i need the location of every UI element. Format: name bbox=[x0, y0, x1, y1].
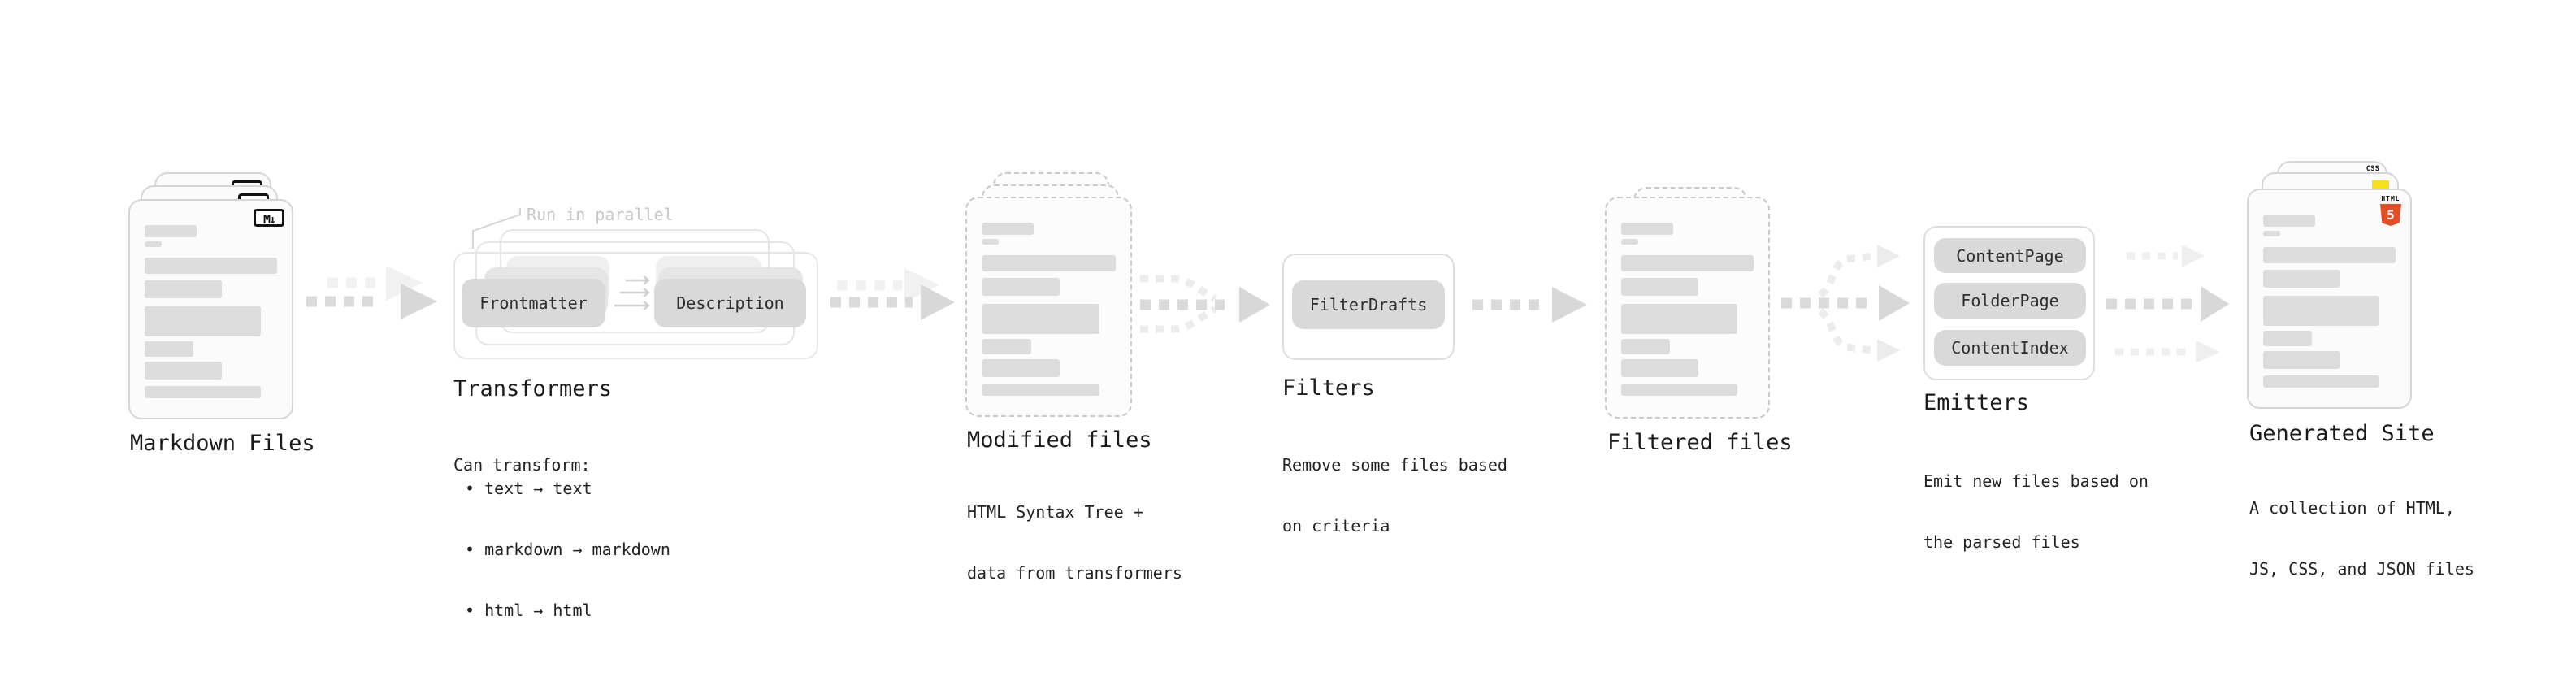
transformer-container-front bbox=[453, 252, 818, 359]
stage-title-transformers: Transformers bbox=[453, 376, 613, 401]
emitter-box-contentindex: ContentIndex bbox=[1934, 330, 2086, 366]
emitter-box-folderpage: FolderPage bbox=[1934, 283, 2086, 319]
bullet-line: • text → text bbox=[465, 479, 592, 498]
can-transform-line: Can transform: bbox=[453, 455, 591, 475]
bullet-line: • markdown → markdown bbox=[465, 540, 670, 559]
file-card-front bbox=[1605, 197, 1770, 419]
bullet-line: • html → html bbox=[465, 601, 592, 620]
transformers-desc: Can transform: bbox=[453, 414, 591, 516]
description-box: Description bbox=[654, 279, 806, 327]
arrow-filters-to-filtered bbox=[1472, 287, 1587, 323]
modified-desc: HTML Syntax Tree + data from transformer… bbox=[967, 462, 1182, 624]
mini-arrows bbox=[614, 275, 650, 310]
html5-shield: 5 bbox=[2380, 204, 2401, 226]
arrow-transformers-to-modified bbox=[830, 268, 955, 320]
desc-line: Remove some files based bbox=[1282, 455, 1507, 475]
html5-icon: HTML 5 bbox=[2380, 195, 2401, 226]
desc-line: HTML Syntax Tree + bbox=[967, 502, 1143, 522]
skeleton-text bbox=[982, 223, 1116, 396]
filterdrafts-box: FilterDrafts bbox=[1292, 280, 1445, 329]
emitters-container bbox=[1923, 226, 2095, 380]
desc-line: Emit new files based on bbox=[1923, 471, 2149, 491]
arrow-emitters-to-generated bbox=[2106, 245, 2229, 363]
stage-title-generated: Generated Site bbox=[2249, 421, 2435, 446]
html5-wordmark: HTML bbox=[2381, 195, 2400, 202]
arrow-markdown-to-transformers bbox=[306, 266, 437, 319]
stage-title-filters: Filters bbox=[1282, 375, 1375, 401]
skeleton-text bbox=[145, 225, 277, 398]
file-card-front-html: HTML 5 bbox=[2247, 189, 2412, 409]
stage-title-filtered: Filtered files bbox=[1607, 430, 1793, 455]
filters-container bbox=[1282, 254, 1455, 360]
arrow-filtered-to-emitters bbox=[1781, 245, 1910, 362]
stage-title-markdown: Markdown Files bbox=[130, 431, 315, 456]
js-icon bbox=[2372, 180, 2389, 189]
annotation-leader-line bbox=[472, 208, 521, 249]
desc-line: A collection of HTML, bbox=[2249, 498, 2455, 518]
generated-desc: A collection of HTML, JS, CSS, and JSON … bbox=[2249, 458, 2474, 620]
emitter-box-contentpage: ContentPage bbox=[1934, 238, 2086, 273]
stage-title-modified: Modified files bbox=[967, 427, 1152, 453]
file-card-front bbox=[965, 197, 1132, 417]
markdown-icon: M↓ bbox=[254, 209, 284, 227]
skeleton-text bbox=[2263, 215, 2396, 388]
file-card-front: M↓ bbox=[128, 199, 293, 419]
emitters-desc: Emit new files based on the parsed files bbox=[1923, 431, 2149, 593]
filters-desc: Remove some files based on criteria bbox=[1282, 414, 1507, 577]
stage-title-emitters: Emitters bbox=[1923, 390, 2030, 415]
run-in-parallel-note: Run in parallel bbox=[527, 205, 674, 224]
skeleton-text bbox=[1621, 223, 1754, 396]
desc-line: data from transformers bbox=[967, 563, 1182, 583]
frontmatter-box: Frontmatter bbox=[462, 279, 605, 327]
desc-line: on criteria bbox=[1282, 516, 1390, 536]
desc-line: JS, CSS, and JSON files bbox=[2249, 559, 2474, 579]
arrow-modified-to-filters bbox=[1140, 275, 1270, 333]
desc-line: the parsed files bbox=[1923, 532, 2080, 552]
transformers-bullets: • text → text • markdown → markdown • ht… bbox=[465, 438, 670, 661]
